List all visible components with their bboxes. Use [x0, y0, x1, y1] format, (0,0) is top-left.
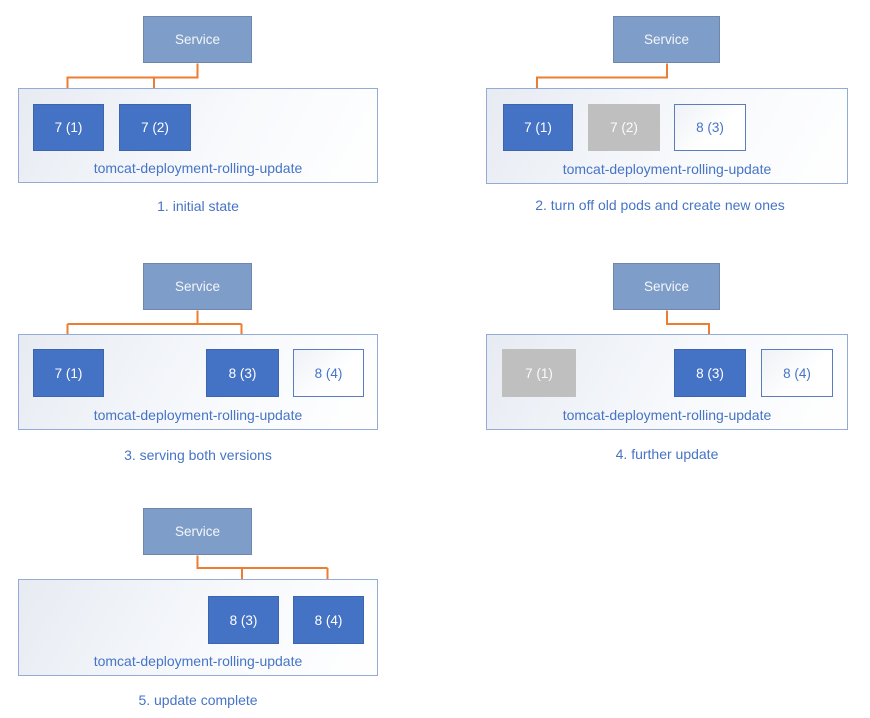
panel-update-complete: Service 8 (3) 8 (4) tomcat-deployment-ro…: [0, 480, 435, 718]
pod: 7 (1): [33, 349, 104, 397]
pod: 8 (4): [293, 596, 364, 644]
service-box: Service: [143, 508, 252, 555]
pod-label: 7 (2): [610, 120, 638, 135]
panel-further-update: Service 7 (1) 8 (3) 8 (4) tomcat-deploym…: [435, 240, 870, 480]
pod-label: 8 (4): [783, 365, 811, 381]
service-label: Service: [643, 279, 689, 294]
deployment-box: 8 (3) 8 (4) tomcat-deployment-rolling-up…: [18, 579, 378, 676]
service-box: Service: [143, 263, 252, 310]
pod-label: 7 (1): [524, 120, 552, 135]
deployment-label: tomcat-deployment-rolling-update: [93, 160, 303, 176]
pod: 8 (3): [674, 104, 746, 151]
pod-label: 8 (3): [228, 365, 257, 381]
pod: 7 (1): [33, 104, 104, 151]
deployment-box: 7 (1) 8 (3) 8 (4) tomcat-deployment-roll…: [486, 334, 848, 430]
step-caption: 2. turn off old pods and create new ones: [535, 197, 785, 213]
pod-label: 8 (3): [696, 365, 724, 381]
pod-label: 8 (3): [229, 612, 258, 628]
service-box: Service: [613, 263, 720, 310]
deployment-box: 7 (1) 7 (2) 8 (3) tomcat-deployment-roll…: [486, 88, 848, 184]
step-caption: 5. update complete: [138, 692, 258, 708]
service-label: Service: [174, 524, 220, 539]
pod: 7 (2): [119, 104, 191, 151]
pod-label: 7 (1): [525, 365, 553, 381]
pod-label: 7 (1): [54, 120, 83, 135]
step-caption: 1. initial state: [157, 198, 239, 214]
pod: 8 (3): [206, 349, 279, 397]
deployment-label: tomcat-deployment-rolling-update: [562, 161, 772, 177]
pod: 8 (3): [674, 349, 746, 397]
pod: 7 (1): [503, 104, 573, 151]
deployment-label: tomcat-deployment-rolling-update: [93, 653, 303, 669]
pod-label: 8 (3): [696, 120, 724, 135]
service-label: Service: [643, 32, 689, 47]
deployment-box: 7 (1) 8 (3) 8 (4) tomcat-deployment-roll…: [18, 334, 378, 430]
pod-label: 7 (1): [54, 365, 83, 381]
deployment-label: tomcat-deployment-rolling-update: [93, 407, 303, 423]
pod-label: 8 (4): [314, 365, 343, 381]
panel-initial-state: Service 7 (1) 7 (2) tomcat-deployment-ro…: [0, 0, 435, 240]
pod: 8 (4): [293, 349, 364, 397]
panel-turn-off-old-pods: Service 7 (1) 7 (2) 8 (3) tomcat-deploym…: [435, 0, 870, 240]
service-label: Service: [174, 279, 220, 294]
deployment-label: tomcat-deployment-rolling-update: [562, 407, 772, 423]
pod: 7 (1): [502, 349, 576, 397]
service-label: Service: [174, 32, 220, 47]
pod-label: 7 (2): [141, 120, 169, 135]
pod: 7 (2): [588, 104, 660, 151]
step-caption: 4. further update: [615, 446, 719, 462]
pod: 8 (4): [761, 349, 833, 397]
service-box: Service: [143, 16, 252, 63]
pod-label: 8 (4): [314, 612, 343, 628]
step-caption: 3. serving both versions: [124, 447, 272, 463]
deployment-box: 7 (1) 7 (2) tomcat-deployment-rolling-up…: [18, 88, 378, 183]
panel-serving-both-versions: Service 7 (1) 8 (3) 8 (4) tomcat-deploym…: [0, 240, 435, 480]
pod: 8 (3): [208, 596, 279, 644]
service-box: Service: [613, 16, 720, 63]
